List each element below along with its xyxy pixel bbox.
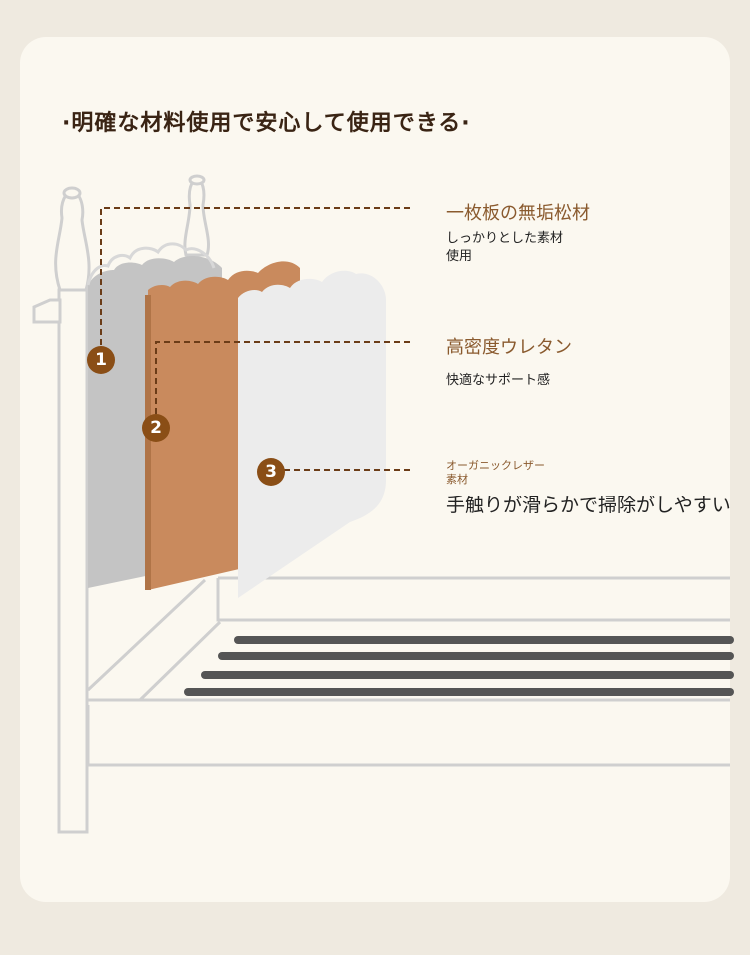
callout-marker-1: 1 [87,346,115,374]
rear-post [183,174,210,257]
page-title: ·明確な材料使用で安心して使用できる· [62,111,471,136]
leather-layer [238,270,386,598]
callout-2-description: 快適なサポート感 [446,373,551,388]
callout-1-description: しっかりとした素材 使用 [446,231,564,264]
callout-marker-3: 3 [257,458,285,486]
bed-slats [184,636,734,696]
callout-1-title: 一枚板の無垢松材 [446,203,590,224]
callout-2-title: 高密度ウレタン [446,337,572,358]
callout-marker-2: 2 [142,414,170,442]
bedpost [32,186,91,834]
callout-3-title: オーガニックレザー 素材 [446,459,545,486]
callout-leader-lines [100,207,410,471]
callout-3-description: 手触りが滑らかで掃除がしやすい [446,496,731,514]
